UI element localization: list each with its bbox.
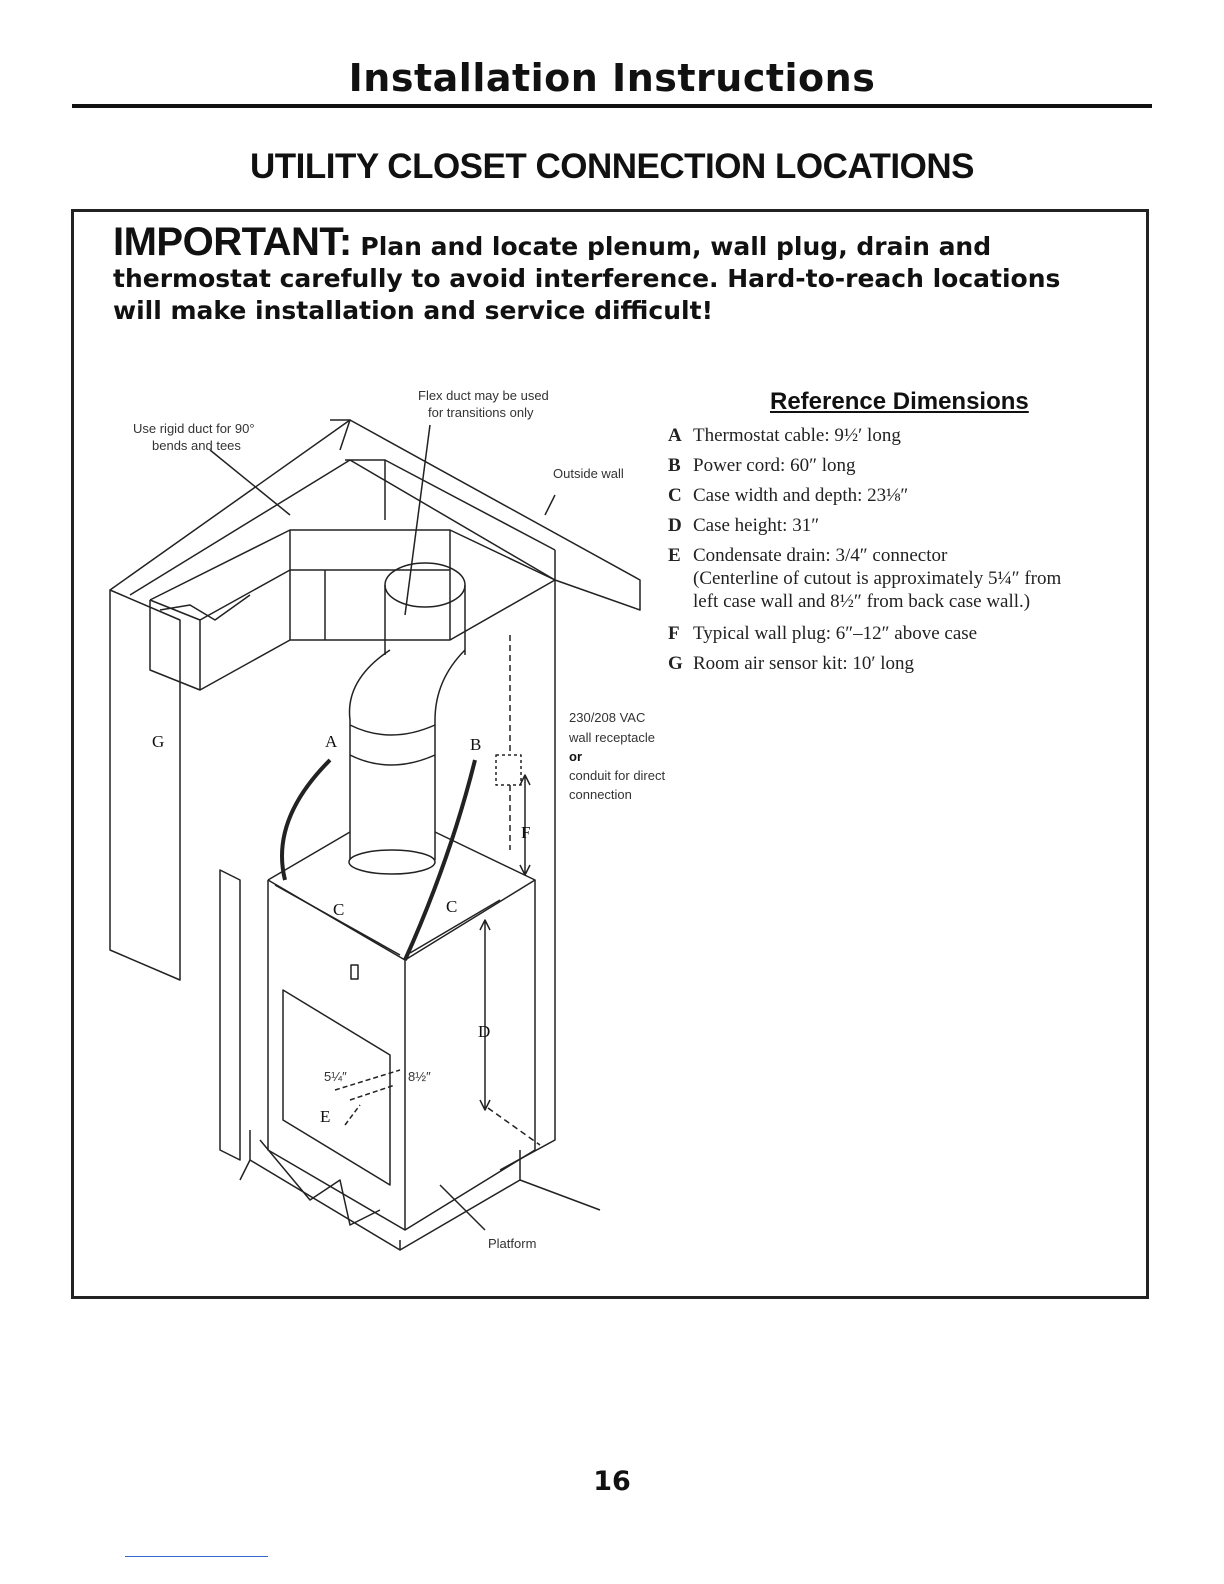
label-flex-duct-2: for transitions only <box>428 405 534 420</box>
reference-dimensions-title: Reference Dimensions <box>770 388 1029 415</box>
closet-right-wall <box>499 550 556 1171</box>
reference-text: Typical wall plug: 6″–12″ above case <box>693 623 978 644</box>
closet-left-wall <box>109 589 181 981</box>
reference-note-line2: left case wall and 8½″ from back case wa… <box>693 591 1031 612</box>
label-receptacle-1: 230/208 VAC <box>569 710 645 725</box>
power-cord-b <box>403 759 477 961</box>
reference-item-e: E Condensate drain: 3/4″ connector <box>668 541 1138 571</box>
furnace-case-opening <box>282 989 391 1186</box>
header-rule <box>72 104 1152 108</box>
furnace-case-top <box>267 831 536 961</box>
letter-f: F <box>521 823 530 842</box>
flex-duct <box>348 649 466 860</box>
closet-diagram: Flex duct may be used for transitions on… <box>109 388 665 1251</box>
reference-dimensions-list: A Thermostat cable: 9½′ long B Power cor… <box>668 421 1138 679</box>
reference-key: E <box>668 545 681 566</box>
duct-bottom <box>348 849 436 875</box>
label-receptacle-2: wall receptacle <box>568 730 655 745</box>
letter-c-right: C <box>446 897 457 916</box>
thermostat-cable-a <box>280 758 332 881</box>
content-frame <box>71 209 1149 1299</box>
dim-5-1-4: 5¼″ <box>324 1069 347 1084</box>
reference-text: Room air sensor kit: 10′ long <box>693 653 915 674</box>
letter-e: E <box>320 1107 330 1126</box>
dim-c-left-arrow <box>274 884 401 956</box>
wall-receptacle-box <box>495 754 522 786</box>
footer-line <box>125 1556 268 1557</box>
reference-key: F <box>668 623 680 644</box>
letter-a: A <box>325 732 338 751</box>
label-platform: Platform <box>488 1236 536 1251</box>
pedestal <box>249 1130 521 1251</box>
reference-key: G <box>668 653 683 674</box>
reference-item-f: F Typical wall plug: 6″–12″ above case <box>668 619 1138 649</box>
leader-outside-wall <box>544 494 556 516</box>
label-rigid-duct-2: bends and tees <box>152 438 241 453</box>
reference-key: A <box>668 425 682 446</box>
reference-key: B <box>668 455 681 476</box>
label-rigid-duct-1: Use rigid duct for 90° <box>133 421 255 436</box>
label-flex-duct-1: Flex duct may be used <box>418 388 549 403</box>
reference-note-e: (Centerline of cutout is approximately 5… <box>668 567 1138 613</box>
important-text-line1: Plan and locate plenum, wall plug, drain… <box>360 232 992 261</box>
leader-platform <box>439 1184 486 1231</box>
important-notice: IMPORTANT: Plan and locate plenum, wall … <box>113 222 1073 327</box>
letter-b: B <box>470 735 481 754</box>
reference-text: Case width and depth: 23⅛″ <box>693 485 909 506</box>
furnace-case-body <box>267 880 406 1231</box>
leader-flex-duct <box>404 424 431 616</box>
reference-key: D <box>668 515 682 536</box>
page-number: 16 <box>593 1466 631 1497</box>
case-indicator <box>350 964 359 980</box>
plenum-box <box>149 529 556 691</box>
dim-f-arrow <box>519 774 531 876</box>
label-conduit-1: conduit for direct <box>569 768 665 783</box>
important-text-line3: will make installation and service diffi… <box>113 296 713 325</box>
label-outside-wall: Outside wall <box>553 466 624 481</box>
reference-text: Condensate drain: 3/4″ connector <box>693 545 948 566</box>
dim-c-right-arrow <box>409 899 501 954</box>
reference-item-d: D Case height: 31″ <box>668 511 1138 541</box>
reference-text: Case height: 31″ <box>693 515 820 536</box>
letter-g: G <box>152 732 164 751</box>
leader-rigid-duct <box>209 449 291 516</box>
letter-c-left: C <box>333 900 344 919</box>
letter-d: D <box>478 1022 490 1041</box>
label-conduit-2: connection <box>569 787 632 802</box>
reference-note-line1: (Centerline of cutout is approximately 5… <box>693 568 1062 589</box>
reference-key: C <box>668 485 682 506</box>
reference-item-b: B Power cord: 60″ long <box>668 451 1138 481</box>
reference-text: Power cord: 60″ long <box>693 455 856 476</box>
dim-d-arrow <box>479 919 491 1111</box>
reference-item-a: A Thermostat cable: 9½′ long <box>668 421 1138 451</box>
reference-text: Thermostat cable: 9½′ long <box>693 425 901 446</box>
important-text-line2: thermostat carefully to avoid interferen… <box>113 264 1061 293</box>
section-title: UTILITY CLOSET CONNECTION LOCATIONS <box>250 147 974 186</box>
page-header-title: Installation Instructions <box>348 56 876 100</box>
reference-item-g: G Room air sensor kit: 10′ long <box>668 649 1138 679</box>
important-label: IMPORTANT: <box>113 220 352 264</box>
dim-8-1-2: 8½″ <box>408 1069 431 1084</box>
dim-e-guides <box>334 1069 401 1126</box>
label-or: or <box>569 749 582 764</box>
reference-item-c: C Case width and depth: 23⅛″ <box>668 481 1138 511</box>
